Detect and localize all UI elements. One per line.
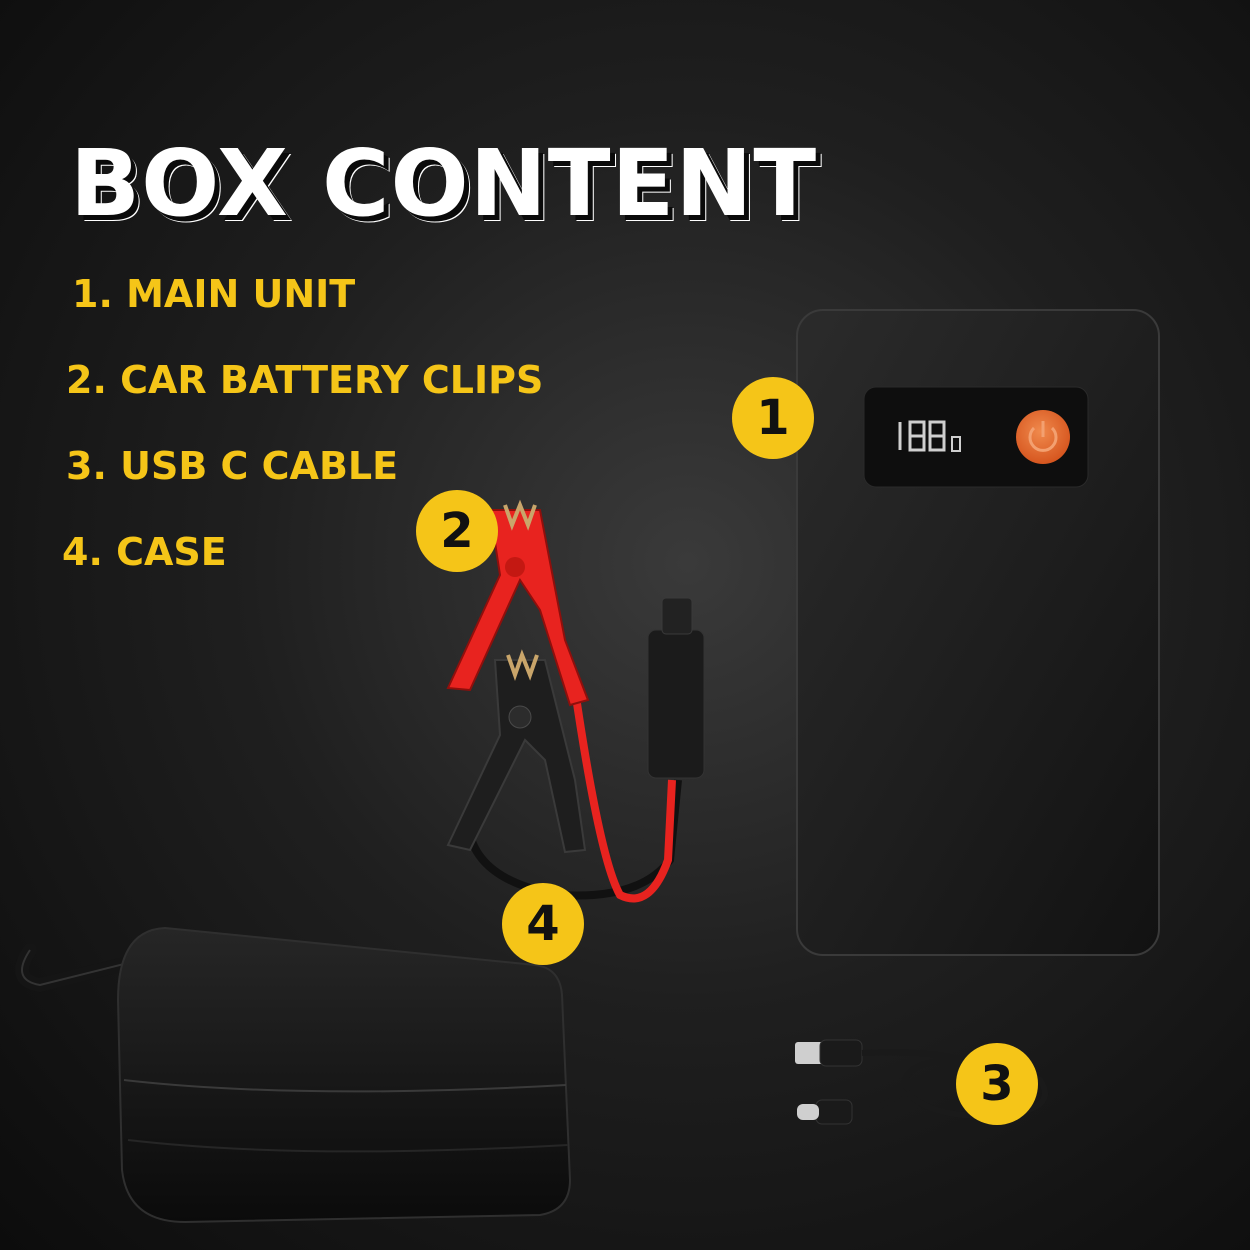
badge-4: 4 (502, 883, 584, 965)
carrying-case (15, 926, 572, 1224)
page-title: BOX CONTENT (70, 130, 818, 237)
list-item-usb-c-cable: 3. USB C CABLE (66, 444, 399, 488)
main-unit (796, 309, 1160, 956)
list-item-case: 4. CASE (62, 530, 227, 574)
badge-3: 3 (956, 1043, 1038, 1125)
list-item-main-unit: 1. MAIN UNIT (72, 272, 356, 316)
list-item-car-battery-clips: 2. CAR BATTERY CLIPS (66, 358, 544, 402)
badge-1: 1 (732, 377, 814, 459)
digital-display-icon (898, 420, 961, 452)
usb-c-cable (795, 1039, 1048, 1125)
badge-2: 2 (416, 490, 498, 572)
car-battery-clips (446, 499, 705, 903)
